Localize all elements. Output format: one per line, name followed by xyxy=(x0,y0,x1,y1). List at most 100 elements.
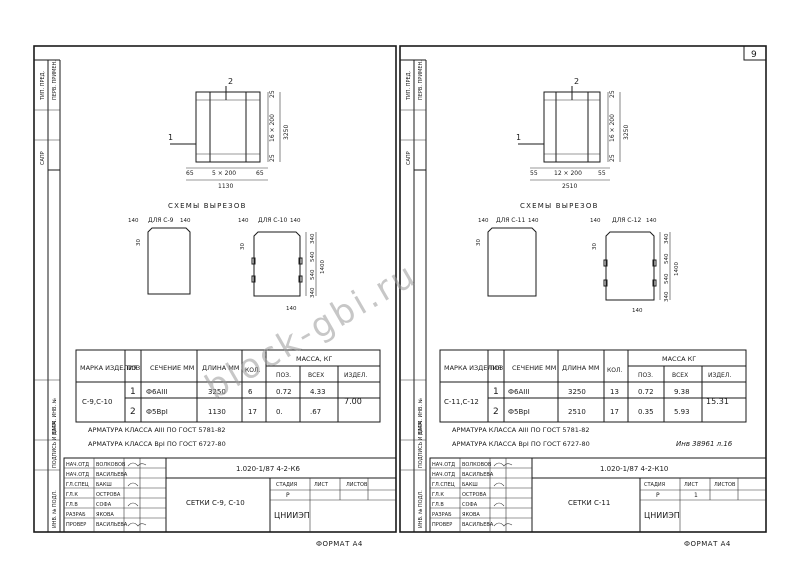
left-sheet-frame xyxy=(33,45,397,533)
dim-540: 540 xyxy=(310,251,316,262)
th-qty: КОЛ. xyxy=(245,367,260,374)
cell-mark: С-11,С-12 xyxy=(444,398,479,406)
signature-mark xyxy=(127,522,147,527)
cell-m-all: 5.93 xyxy=(674,408,690,416)
dim-h-spacing: 12 × 200 xyxy=(554,170,582,177)
dim-h-end-left: 65 xyxy=(186,170,194,177)
tb-name: ВАСИЛЬЕВА xyxy=(462,522,494,528)
cell-section: Ф6АIII xyxy=(508,388,529,396)
dim-h-end-right: 65 xyxy=(256,170,264,177)
signature-mark xyxy=(493,522,513,527)
title-block-left: НАЧ.ОТД НАЧ.ОТД ГЛ.СПЕЦ ГЛ.К ГЛ.В РАЗРАБ… xyxy=(63,457,397,533)
th-mass-all: ВСЕХ xyxy=(308,372,324,379)
tb-sheet-label: ЛИСТ xyxy=(314,482,329,488)
th-qty: КОЛ. xyxy=(607,367,622,374)
spec-table-left: МАРКА ИЗДЕЛИЯ ПОЗ. СЕЧЕНИЕ ММ ДЛИНА ММ К… xyxy=(75,349,381,423)
title-block-right: НАЧ.ОТД НАЧ.ОТД ГЛ.СПЕЦ ГЛ.К ГЛ.В РАЗРАБ… xyxy=(429,457,767,533)
th-mass-item: ИЗДЕЛ. xyxy=(344,372,367,379)
tb-role: ПРОВЕР xyxy=(66,522,86,528)
dim-30: 30 xyxy=(136,239,142,246)
th-length: ДЛИНА ММ xyxy=(202,364,239,372)
side-label: ТИП. ПРЕД. xyxy=(406,70,412,101)
tb-role: ГЛ.К xyxy=(66,492,78,498)
cell-section: Ф5ВрI xyxy=(146,408,168,416)
th-mass-all: ВСЕХ xyxy=(672,372,688,379)
signature-mark xyxy=(493,482,505,487)
tb-stage-label: СТАДИЯ xyxy=(644,482,665,488)
th-section: СЕЧЕНИЕ ММ xyxy=(150,364,194,372)
th-length: ДЛИНА ММ xyxy=(562,364,599,372)
dim-140: 140 xyxy=(290,218,301,224)
cell-qty: 13 xyxy=(610,388,619,396)
cell-pos: 1 xyxy=(493,387,499,397)
tb-name: ВОЛКОВОВ xyxy=(96,462,126,468)
signature-mark xyxy=(493,502,505,507)
doc-code: 1.020-1/87 4-2-К6 xyxy=(236,465,300,473)
format-label: ФОРМАТ А4 xyxy=(316,540,363,548)
signature-mark xyxy=(127,502,139,507)
dim-140: 140 xyxy=(528,218,539,224)
side-label: ПЕРВ. ПРИМЕН. xyxy=(418,60,424,100)
dim-h-total: 2510 xyxy=(562,183,577,190)
dim-h-spacing: 5 × 200 xyxy=(212,170,236,177)
tb-name: ОСТРОВА xyxy=(462,492,487,498)
page-number-box xyxy=(743,45,767,61)
th-mark: МАРКА ИЗДЕЛИЯ xyxy=(444,364,502,372)
cell-m-all: .67 xyxy=(310,408,321,416)
cell-m-pos: 0.72 xyxy=(276,388,292,396)
tb-role: НАЧ.ОТД xyxy=(432,472,455,478)
tb-sheets-label: ЛИСТОВ xyxy=(346,482,368,488)
tb-org: ЦНИИЭП xyxy=(644,511,680,520)
dim-h-total: 1130 xyxy=(218,183,233,190)
side-label: ПЕРВ. ПРИМЕН. xyxy=(52,60,58,100)
side-label: ПОДПИСЬ И ДАТА xyxy=(52,421,58,468)
tb-name: БАКШ xyxy=(96,482,112,488)
dim-v-spacing: 16 × 200 xyxy=(609,114,616,142)
format-label: ФОРМАТ А4 xyxy=(684,540,731,548)
th-pos: ПОЗ. xyxy=(127,365,142,372)
dim-1400: 1400 xyxy=(674,262,680,276)
dim-1400: 1400 xyxy=(320,260,326,274)
th-section: СЕЧЕНИЕ ММ xyxy=(512,364,556,372)
side-label: ИНВ. № ПОДЛ. xyxy=(418,490,424,528)
tb-role: ГЛ.В xyxy=(66,502,78,508)
th-mass: МАССА КГ xyxy=(662,355,696,363)
tb-name: БАКШ xyxy=(462,482,478,488)
tb-role: ГЛ.В xyxy=(432,502,444,508)
mesh-drawing-right: 2 1 25 16 × 200 25 3250 55 12 × 200 55 2… xyxy=(516,77,630,190)
doc-code: 1.020-1/87 4-2-К10 xyxy=(600,465,668,473)
cell-length: 1130 xyxy=(208,408,226,416)
dim-v-total: 3250 xyxy=(623,125,630,140)
th-mass-pos: ПОЗ. xyxy=(276,372,291,379)
sheet-title: СЕТКИ С-9, С-10 xyxy=(186,499,245,507)
dim-v-end-top: 25 xyxy=(609,90,616,98)
dim-v-end-top: 25 xyxy=(269,90,276,98)
dim-340: 340 xyxy=(664,291,670,302)
right-sheet-frame xyxy=(399,45,767,533)
tb-sheets-label: ЛИСТОВ xyxy=(714,482,736,488)
side-label: ВЗАМ. ИНВ. № xyxy=(418,397,424,435)
dim-140: 140 xyxy=(128,218,139,224)
cell-m-all: 9.38 xyxy=(674,388,690,396)
tb-name: ЯКОВА xyxy=(96,512,114,518)
dim-540: 540 xyxy=(664,253,670,264)
callout-2: 2 xyxy=(228,77,233,86)
callout-2: 2 xyxy=(574,77,579,86)
cutouts-title: СХЕМЫ ВЫРЕЗОВ xyxy=(520,202,599,210)
cutout-label: ДЛЯ С-12 xyxy=(612,217,641,224)
cell-qty: 17 xyxy=(248,408,257,416)
tb-name: ВАСИЛЬЕВА xyxy=(462,472,494,478)
tb-name: ВОЛКОВОВ xyxy=(462,462,492,468)
tb-name: ВАСИЛЬЕВА xyxy=(96,522,128,528)
dim-140: 140 xyxy=(286,306,297,312)
dim-540: 540 xyxy=(664,273,670,284)
tb-sheet: 1 xyxy=(694,492,698,499)
tb-role: ГЛ.К xyxy=(432,492,444,498)
th-mass: МАССА, КГ xyxy=(296,355,332,363)
side-label: САПР xyxy=(406,151,412,165)
tb-name: СОФА xyxy=(462,502,478,508)
dim-30: 30 xyxy=(240,243,246,250)
cutout-scheme-a-right: ДЛЯ С-11 140 140 30 xyxy=(476,217,539,297)
cell-length: 2510 xyxy=(568,408,586,416)
